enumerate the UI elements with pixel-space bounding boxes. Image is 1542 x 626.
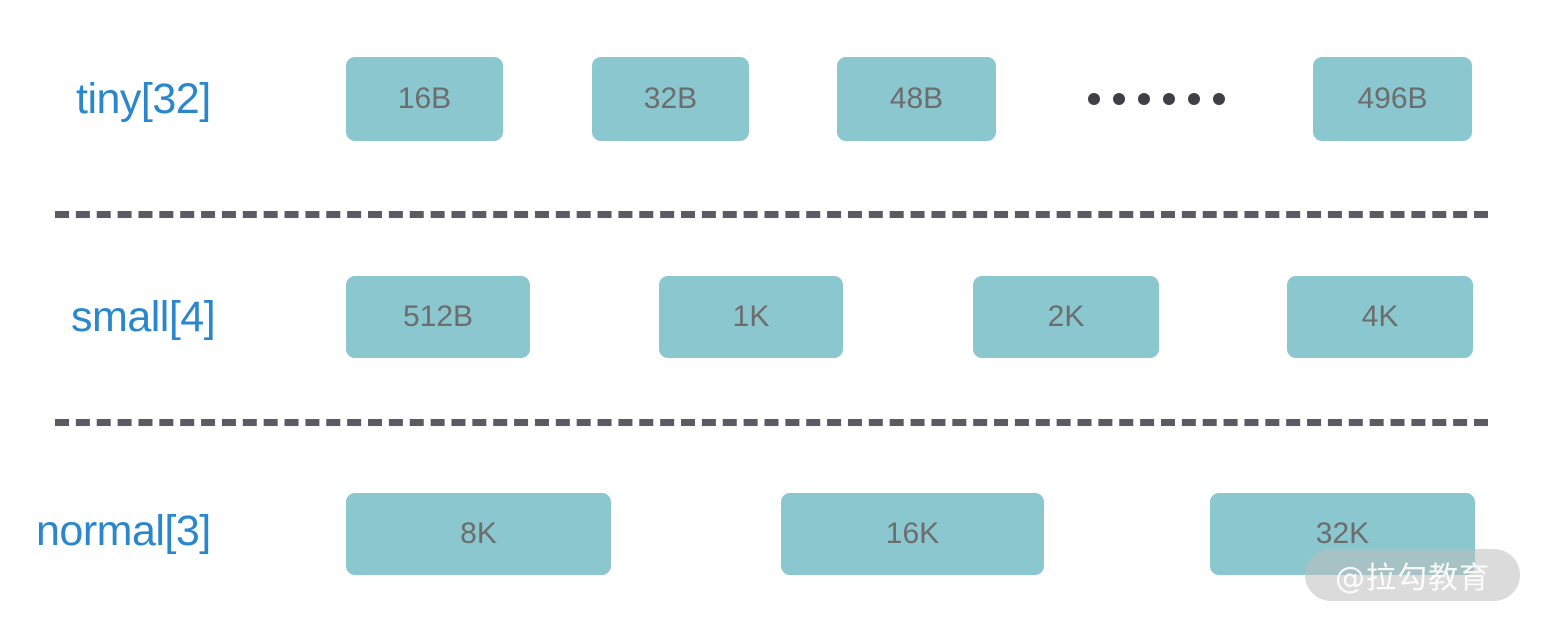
divider-tiny-small bbox=[55, 211, 1488, 218]
memory-block-small-2k[interactable]: 2K bbox=[973, 276, 1159, 358]
memory-block-label: 32B bbox=[643, 82, 698, 115]
memory-block-label: 512B bbox=[402, 300, 474, 333]
memory-block-small-4k[interactable]: 4K bbox=[1287, 276, 1473, 358]
memory-block-label: 496B bbox=[1357, 82, 1428, 115]
divider-small-normal bbox=[55, 419, 1488, 426]
memory-block-normal-8k[interactable]: 8K bbox=[346, 493, 611, 575]
memory-block-label: 48B bbox=[889, 82, 944, 115]
memory-block-label: 2K bbox=[1047, 300, 1085, 333]
row-label-normal: normal[3] bbox=[36, 507, 211, 555]
ellipsis-dot bbox=[1188, 93, 1200, 105]
memory-block-tiny-48b[interactable]: 48B bbox=[837, 57, 996, 141]
memory-block-tiny-16b[interactable]: 16B bbox=[346, 57, 503, 141]
memory-block-small-1k[interactable]: 1K bbox=[659, 276, 843, 358]
memory-block-tiny-32b[interactable]: 32B bbox=[592, 57, 749, 141]
memory-block-label: 4K bbox=[1361, 300, 1399, 333]
watermark: @拉勾教育 bbox=[1305, 549, 1520, 601]
memory-block-label: 8K bbox=[460, 517, 497, 550]
ellipsis-dot bbox=[1113, 93, 1125, 105]
watermark-text: @拉勾教育 bbox=[1335, 561, 1490, 596]
ellipsis-dot bbox=[1138, 93, 1150, 105]
memory-block-label: 16K bbox=[885, 517, 940, 550]
memory-block-normal-16k[interactable]: 16K bbox=[781, 493, 1044, 575]
memory-block-label: 16B bbox=[397, 82, 452, 115]
memory-block-tiny-496b[interactable]: 496B bbox=[1313, 57, 1472, 141]
memory-block-label: 32K bbox=[1315, 517, 1370, 550]
ellipsis-dot bbox=[1088, 93, 1100, 105]
memory-block-small-512b[interactable]: 512B bbox=[346, 276, 530, 358]
ellipsis-icon bbox=[1088, 93, 1225, 105]
row-label-tiny: tiny[32] bbox=[76, 75, 211, 123]
memory-block-label: 1K bbox=[732, 300, 770, 333]
row-label-small: small[4] bbox=[71, 293, 216, 341]
ellipsis-dot bbox=[1213, 93, 1225, 105]
ellipsis-dot bbox=[1163, 93, 1175, 105]
